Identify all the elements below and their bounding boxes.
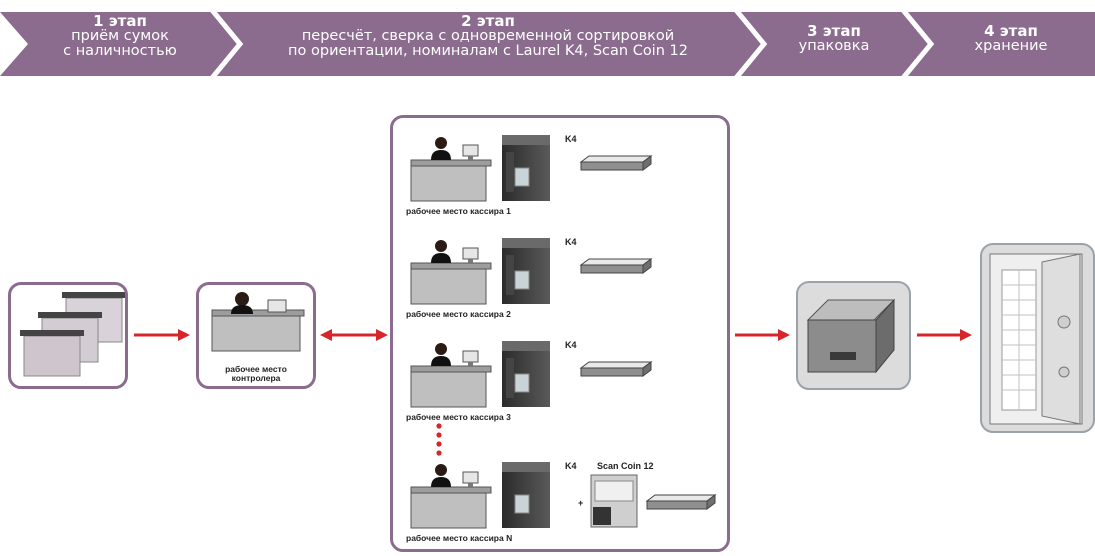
cashier-station-n-icon (410, 462, 717, 529)
station-n-machine-label: K4 (565, 461, 577, 471)
money-bags-icon (20, 292, 126, 377)
stage-1-label: 1 этап приём сумок с наличностью (30, 12, 210, 60)
stage-4-label: 4 этап хранение (936, 22, 1086, 55)
flow-arrows (134, 329, 972, 341)
stage-3-label: 3 этап упаковка (766, 22, 902, 55)
cashiers-box (390, 115, 730, 552)
station-1-label: рабочее место кассира 1 (406, 206, 511, 216)
stage-4-chevron (903, 12, 1095, 76)
stage-2-desc-line2: по ориентации, номиналам с Laurel K4, Sc… (288, 43, 688, 60)
station-n-label: рабочее место кассира N (406, 533, 513, 543)
stage-1-chevron (0, 12, 240, 76)
stage-4-title: 4 этап (984, 22, 1038, 40)
controller-label-line1: рабочее место (225, 364, 287, 374)
stage-2-chevron (212, 12, 764, 76)
stage-3-title: 3 этап (807, 22, 861, 40)
stage-2-label: 2 этап пересчёт, сверка с одновременной … (240, 12, 736, 60)
stage-1-title: 1 этап (93, 12, 147, 30)
station-2-machine-label: K4 (565, 237, 577, 247)
station-3-label: рабочее место кассира 3 (406, 412, 511, 422)
controller-workstation-icon (211, 292, 305, 352)
safe-icon (989, 253, 1083, 425)
stage-2-title: 2 этап (461, 12, 515, 30)
stage-4-desc: хранение (974, 38, 1048, 55)
controller-box (196, 282, 316, 389)
station-n-plus-sign: + (578, 498, 584, 508)
station-n-extra-machine-label: Scan Coin 12 (597, 461, 654, 471)
stage-3-chevron (736, 12, 931, 76)
packaging-machine-icon (806, 298, 896, 374)
stage-2-desc-line1: пересчёт, сверка с одновременной сортиро… (301, 28, 675, 45)
stage-1-desc-line1: приём сумок (71, 28, 169, 45)
more-stations-dots (436, 423, 442, 456)
stage-3-desc: упаковка (798, 38, 870, 55)
station-2-label: рабочее место кассира 2 (406, 309, 511, 319)
bags-box (8, 282, 128, 389)
station-1-machine-label: K4 (565, 134, 577, 144)
controller-label: рабочее место контролера (196, 365, 316, 383)
station-3-machine-label: K4 (565, 340, 577, 350)
stage-1-desc-line2: с наличностью (63, 43, 177, 60)
controller-label-line2: контролера (231, 372, 281, 383)
